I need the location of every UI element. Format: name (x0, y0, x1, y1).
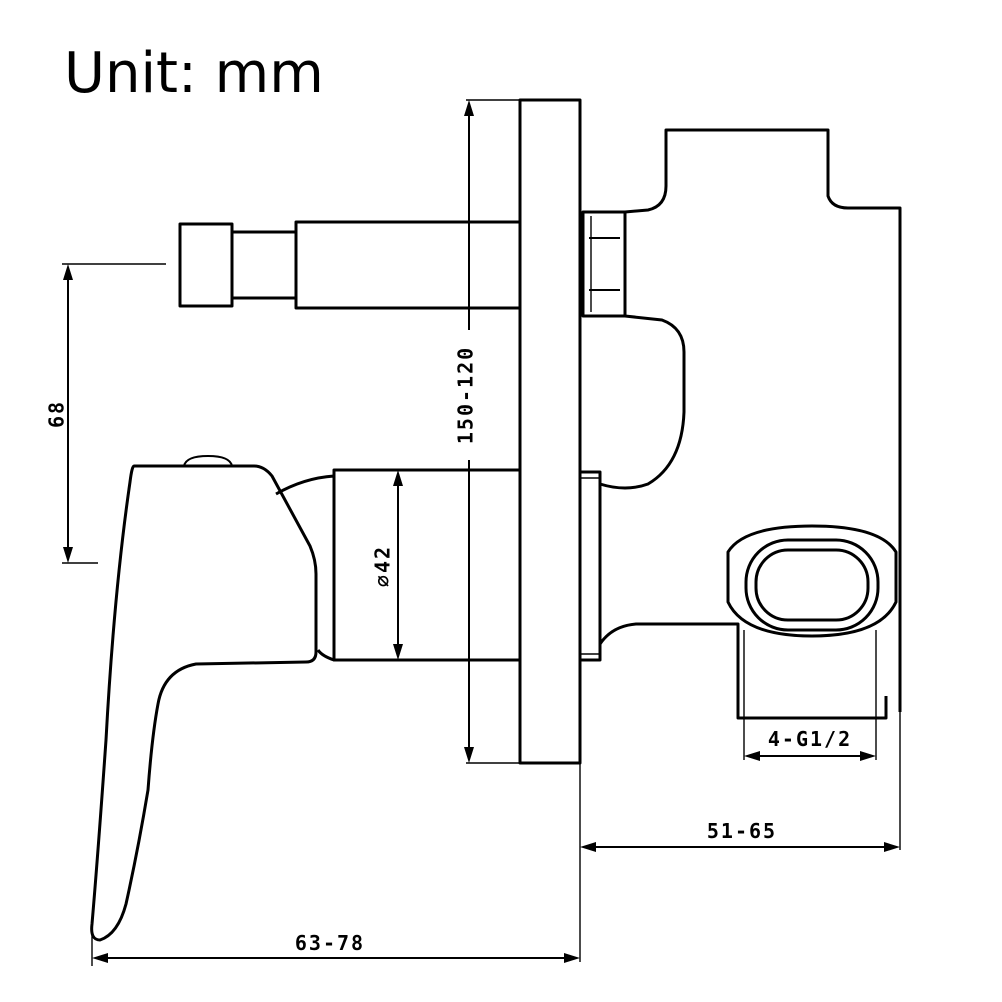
outlet-ring (726, 524, 898, 638)
dim-outlets: 4-G1/2 (743, 630, 877, 761)
dim-label-plate-height: 150-120 (454, 346, 478, 444)
dim-handle-offset: 68 (45, 263, 166, 564)
diverter-stem (178, 220, 522, 310)
hex-nut (581, 210, 627, 318)
dim-label-cartridge-diameter: ⌀42 (371, 545, 395, 587)
dim-label-depth-total: 63-78 (295, 931, 365, 955)
dim-label-handle-offset: 68 (45, 400, 69, 428)
valve-body (598, 128, 902, 720)
dim-depth-body: 51-65 (579, 712, 901, 962)
dim-cartridge-diameter: ⌀42 (371, 470, 403, 660)
dim-label-depth-body: 51-65 (707, 819, 777, 843)
wall-plate (518, 98, 582, 765)
dim-plate-height: 150-120 (446, 99, 520, 764)
dim-label-outlets: 4-G1/2 (768, 727, 852, 751)
unit-title: Unit: mm (64, 41, 324, 106)
lever-handle (90, 455, 336, 942)
dim-depth-total: 63-78 (91, 930, 580, 966)
